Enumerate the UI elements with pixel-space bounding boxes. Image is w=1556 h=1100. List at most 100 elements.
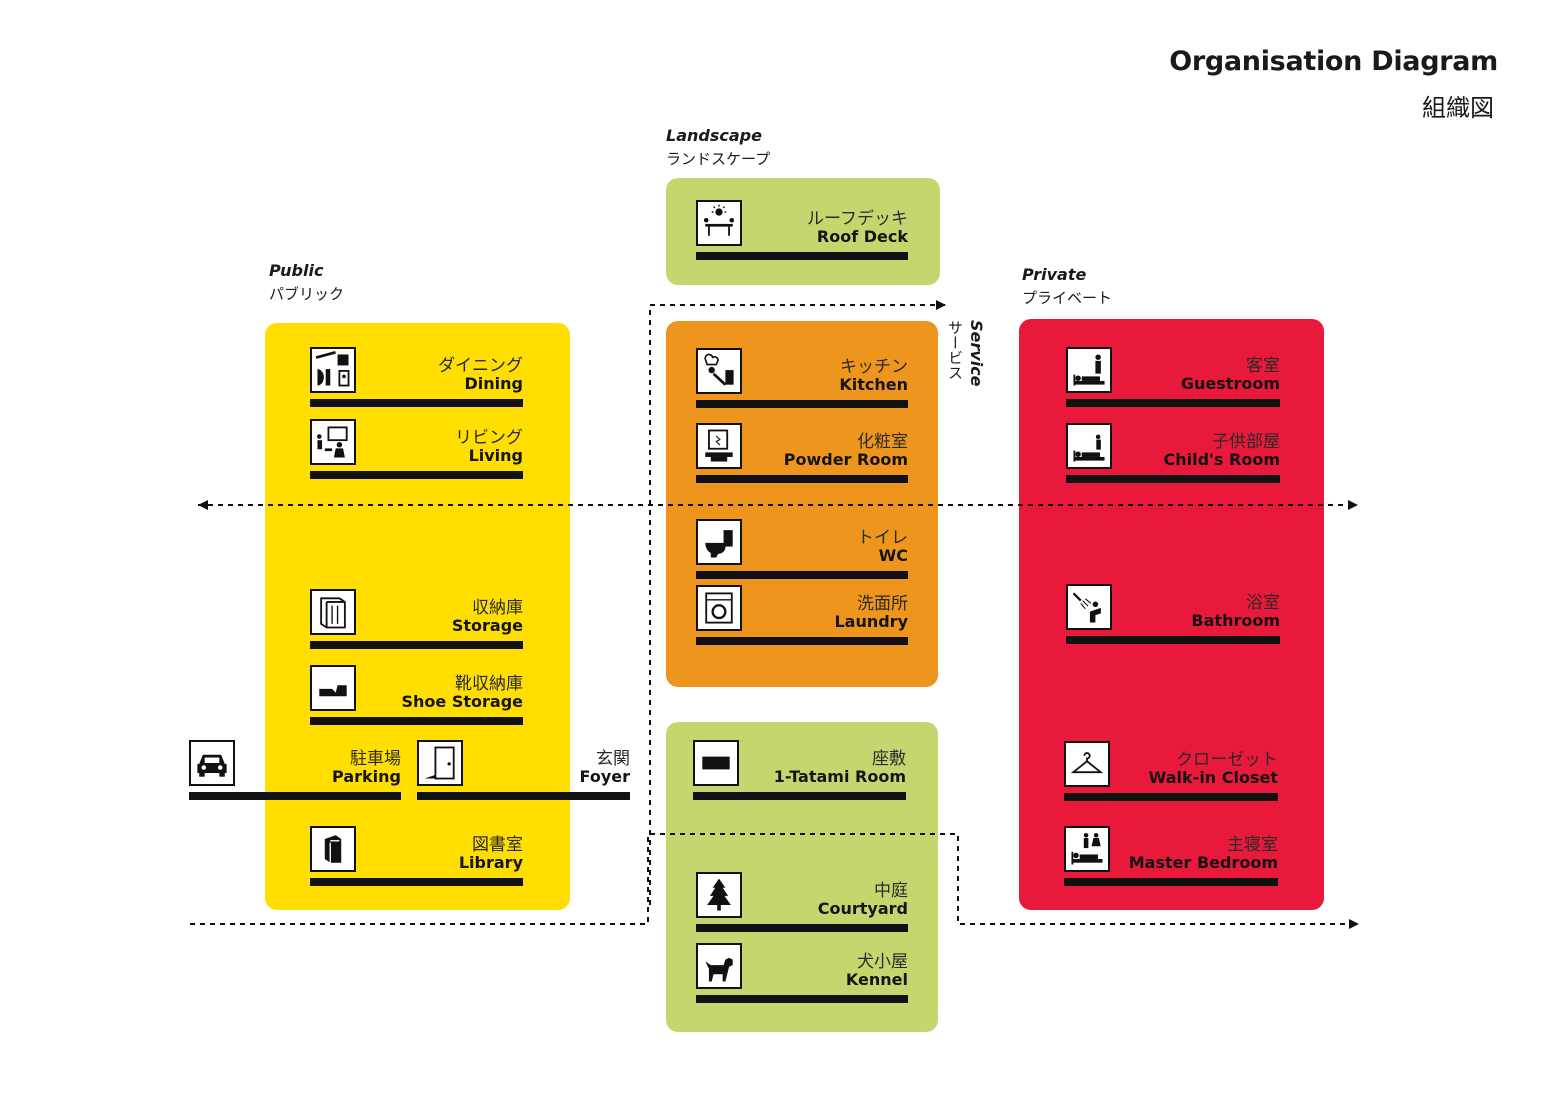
zone-label-public: Public パブリック	[269, 261, 344, 305]
room-laundry: 洗面所 Laundry	[696, 585, 908, 649]
room-label-jp: 収納庫	[472, 598, 523, 618]
zone-label-en: Service	[967, 320, 986, 387]
room-tatami: 座敷 1-Tatami Room	[693, 740, 906, 804]
zone-label-landscape: Landscape ランドスケープ	[666, 126, 770, 170]
tree-icon	[696, 872, 742, 918]
room-label-jp: 主寝室	[1227, 835, 1278, 855]
room-label-jp: クローゼット	[1176, 750, 1278, 770]
room-powder-room: 化粧室 Powder Room	[696, 423, 908, 487]
room-label-en: Storage	[451, 616, 523, 635]
room-label-en: Kitchen	[839, 375, 908, 394]
room-shoe-storage: 靴収納庫 Shoe Storage	[310, 665, 523, 729]
room-label-jp: 駐車場	[350, 749, 401, 769]
room-dining: ダイニング Dining	[310, 347, 523, 411]
room-bar	[310, 878, 523, 886]
dining-icon	[310, 347, 356, 393]
room-bar	[417, 792, 630, 800]
room-label-jp: 玄関	[596, 749, 630, 769]
room-guestroom: 客室 Guestroom	[1066, 347, 1280, 411]
room-label-jp: トイレ	[857, 528, 908, 548]
shower-icon	[1066, 584, 1112, 630]
zone-label-jp: プライベート	[1022, 289, 1113, 307]
mirror-icon	[696, 423, 742, 469]
chef-icon	[696, 348, 742, 394]
room-label-jp: 子供部屋	[1212, 432, 1280, 452]
zone-label-service: Service サービス	[945, 320, 987, 390]
room-label-jp: 客室	[1246, 356, 1280, 376]
room-label-en: Courtyard	[817, 899, 908, 918]
room-bathroom: 浴室 Bathroom	[1066, 584, 1280, 648]
room-bar	[310, 471, 523, 479]
room-label-en: Foyer	[579, 767, 630, 786]
room-parking: 駐車場 Parking	[189, 740, 401, 804]
room-label-jp: ルーフデッキ	[807, 209, 908, 229]
living-icon	[310, 419, 356, 465]
room-label-en: Laundry	[834, 612, 908, 631]
room-label-jp: 犬小屋	[857, 952, 908, 972]
room-bar	[696, 400, 908, 408]
room-label-jp: 靴収納庫	[455, 674, 523, 694]
dog-icon	[696, 943, 742, 989]
room-bar	[696, 252, 908, 260]
room-label-jp: 図書室	[472, 835, 523, 855]
room-label-jp: リビング	[455, 428, 523, 448]
zone-label-jp: サービス	[946, 320, 964, 380]
room-label-en: Roof Deck	[816, 227, 908, 246]
room-bar	[1066, 399, 1280, 407]
diagram-title-jp: 組織図	[1422, 94, 1494, 122]
toilet-icon	[696, 519, 742, 565]
room-label-en: Living	[468, 446, 523, 465]
room-childs-room: 子供部屋 Child's Room	[1066, 423, 1280, 487]
room-label-en: Library	[458, 853, 523, 872]
room-living: リビング Living	[310, 419, 523, 483]
room-kennel: 犬小屋 Kennel	[696, 943, 908, 1007]
room-label-en: Child's Room	[1163, 450, 1280, 469]
room-bar	[1066, 636, 1280, 644]
room-bar	[310, 641, 523, 649]
room-label-en: WC	[878, 546, 908, 565]
room-bar	[1064, 878, 1278, 886]
car-icon	[189, 740, 235, 786]
tatami-icon	[693, 740, 739, 786]
room-bar	[1066, 475, 1280, 483]
room-bar	[696, 637, 908, 645]
couple-bed-icon	[1064, 826, 1110, 872]
room-label-en: Kennel	[845, 970, 908, 989]
room-label-en: Guestroom	[1180, 374, 1280, 393]
shoe-icon	[310, 665, 356, 711]
room-bar	[1064, 793, 1278, 801]
door-icon	[417, 740, 463, 786]
room-label-jp: 中庭	[874, 881, 908, 901]
room-label-en: Powder Room	[783, 450, 908, 469]
zone-label-private: Private プライベート	[1022, 265, 1112, 309]
room-bar	[696, 995, 908, 1003]
room-label-jp: キッチン	[840, 357, 908, 377]
room-kitchen: キッチン Kitchen	[696, 348, 908, 412]
zone-label-en: Landscape	[666, 126, 762, 145]
washer-icon	[696, 585, 742, 631]
room-bar	[310, 717, 523, 725]
room-roof-deck: ルーフデッキ Roof Deck	[696, 200, 908, 264]
flow-arrow-left-icon	[198, 500, 208, 510]
zone-label-en: Private	[1022, 265, 1087, 284]
cabinet-icon	[310, 589, 356, 635]
room-walkin-closet: クローゼット Walk-in Closet	[1064, 741, 1278, 805]
zone-label-en: Public	[269, 261, 324, 280]
room-label-en: Dining	[464, 374, 523, 393]
room-bar	[189, 792, 401, 800]
room-label-en: 1-Tatami Room	[773, 767, 906, 786]
diagram-title: Organisation Diagram	[1169, 46, 1498, 77]
room-label-en: Parking	[332, 767, 401, 786]
room-label-en: Bathroom	[1191, 611, 1280, 630]
hanger-icon	[1064, 741, 1110, 787]
room-label-jp: 座敷	[872, 749, 906, 769]
room-label-jp: 洗面所	[857, 594, 908, 614]
room-label-jp: ダイニング	[438, 356, 523, 376]
room-storage: 収納庫 Storage	[310, 589, 523, 653]
zone-label-jp: パブリック	[269, 285, 345, 303]
room-bar	[693, 792, 906, 800]
room-bar	[696, 475, 908, 483]
room-bar	[696, 924, 908, 932]
room-label-jp: 浴室	[1246, 593, 1280, 613]
room-label-en: Shoe Storage	[401, 692, 523, 711]
